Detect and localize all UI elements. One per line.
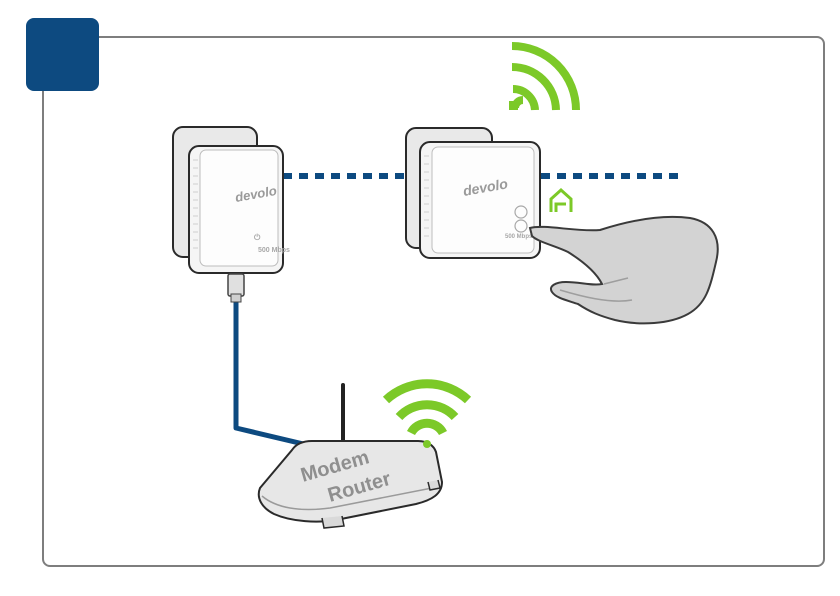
network-cable — [236, 300, 350, 455]
powerline-adapter-right: devolo 500 Mbps — [406, 128, 540, 258]
wifi-icon-right-adapter — [509, 46, 576, 110]
powerline-adapter-left: devolo ⏻ 500 Mbps — [173, 127, 290, 302]
hand-icon — [530, 217, 718, 323]
wifi-icon-router — [386, 384, 468, 448]
power-icon: ⏻ — [254, 233, 261, 242]
home-button-icon — [551, 190, 571, 212]
adapter-left-rating: 500 Mbps — [258, 247, 290, 254]
adapter-right-rating: 500 Mbps — [505, 234, 533, 240]
